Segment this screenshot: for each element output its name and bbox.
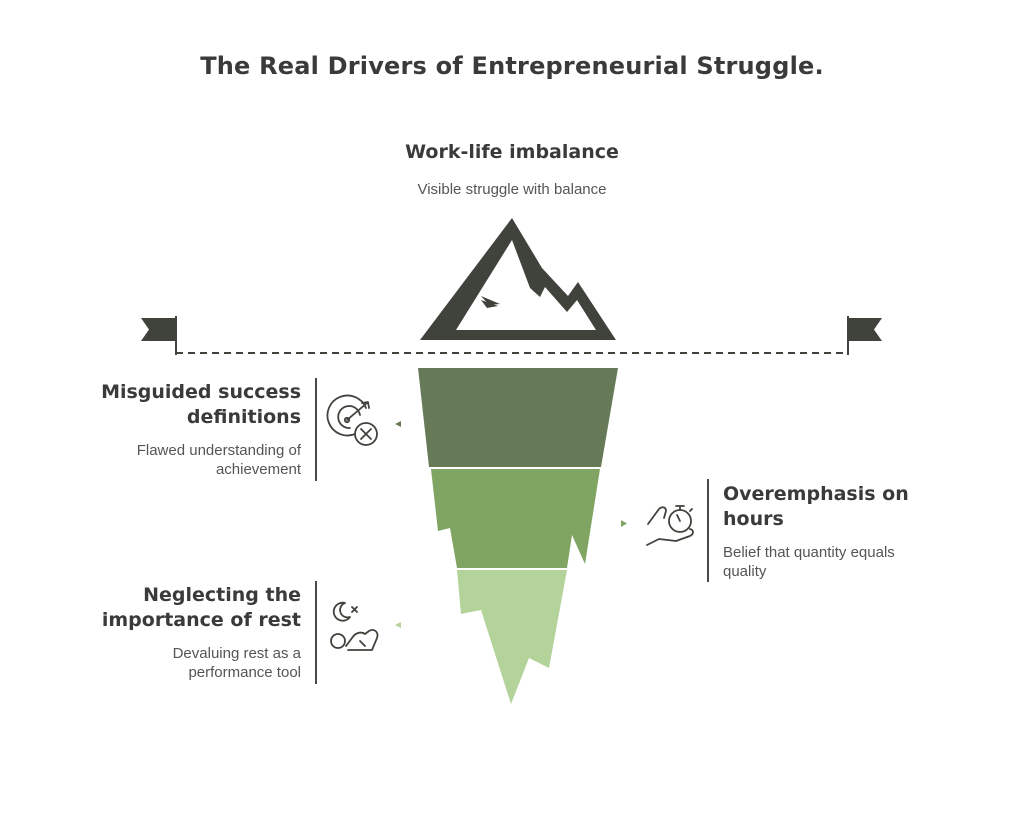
layer-3-text: Neglecting the importance of rest Devalu… [1, 583, 301, 682]
layer-2-text: Overemphasis on hours Belief that quanti… [723, 482, 983, 581]
layer-1-divider [315, 378, 317, 481]
layer-1-heading: Misguided success definitions [101, 381, 301, 428]
tip-description: Visible struggle with balance [417, 181, 607, 198]
iceberg-layer-1 [418, 368, 618, 467]
layer-2-description: Belief that quantity equals quality [723, 544, 895, 580]
hand-stopwatch-icon [646, 505, 694, 546]
layer-3-description: Devaluing rest as a performance tool [172, 645, 301, 681]
tip-heading: Work-life imbalance [405, 141, 619, 163]
iceberg-layer-2 [431, 469, 600, 568]
left-flag-icon [141, 318, 177, 341]
right-flag-icon [847, 318, 882, 341]
layer-2-heading: Overemphasis on hours [723, 483, 909, 530]
layer-1-text: Misguided success definitions Flawed und… [1, 380, 301, 479]
target-miss-icon [326, 394, 378, 446]
pointer-arrow-2 [621, 520, 627, 527]
pointer-arrow-1 [395, 421, 401, 427]
layer-1-description: Flawed understanding of achievement [136, 442, 301, 478]
diagram-title: The Real Drivers of Entrepreneurial Stru… [200, 52, 824, 80]
layer-3-divider [315, 581, 317, 684]
iceberg-layer-3 [457, 570, 567, 704]
mountain-tip-inner [456, 240, 596, 330]
sleep-rest-icon [330, 601, 379, 651]
pointer-arrow-3 [395, 622, 401, 628]
layer-3-heading: Neglecting the importance of rest [101, 584, 301, 631]
layer-2-divider [707, 479, 709, 582]
